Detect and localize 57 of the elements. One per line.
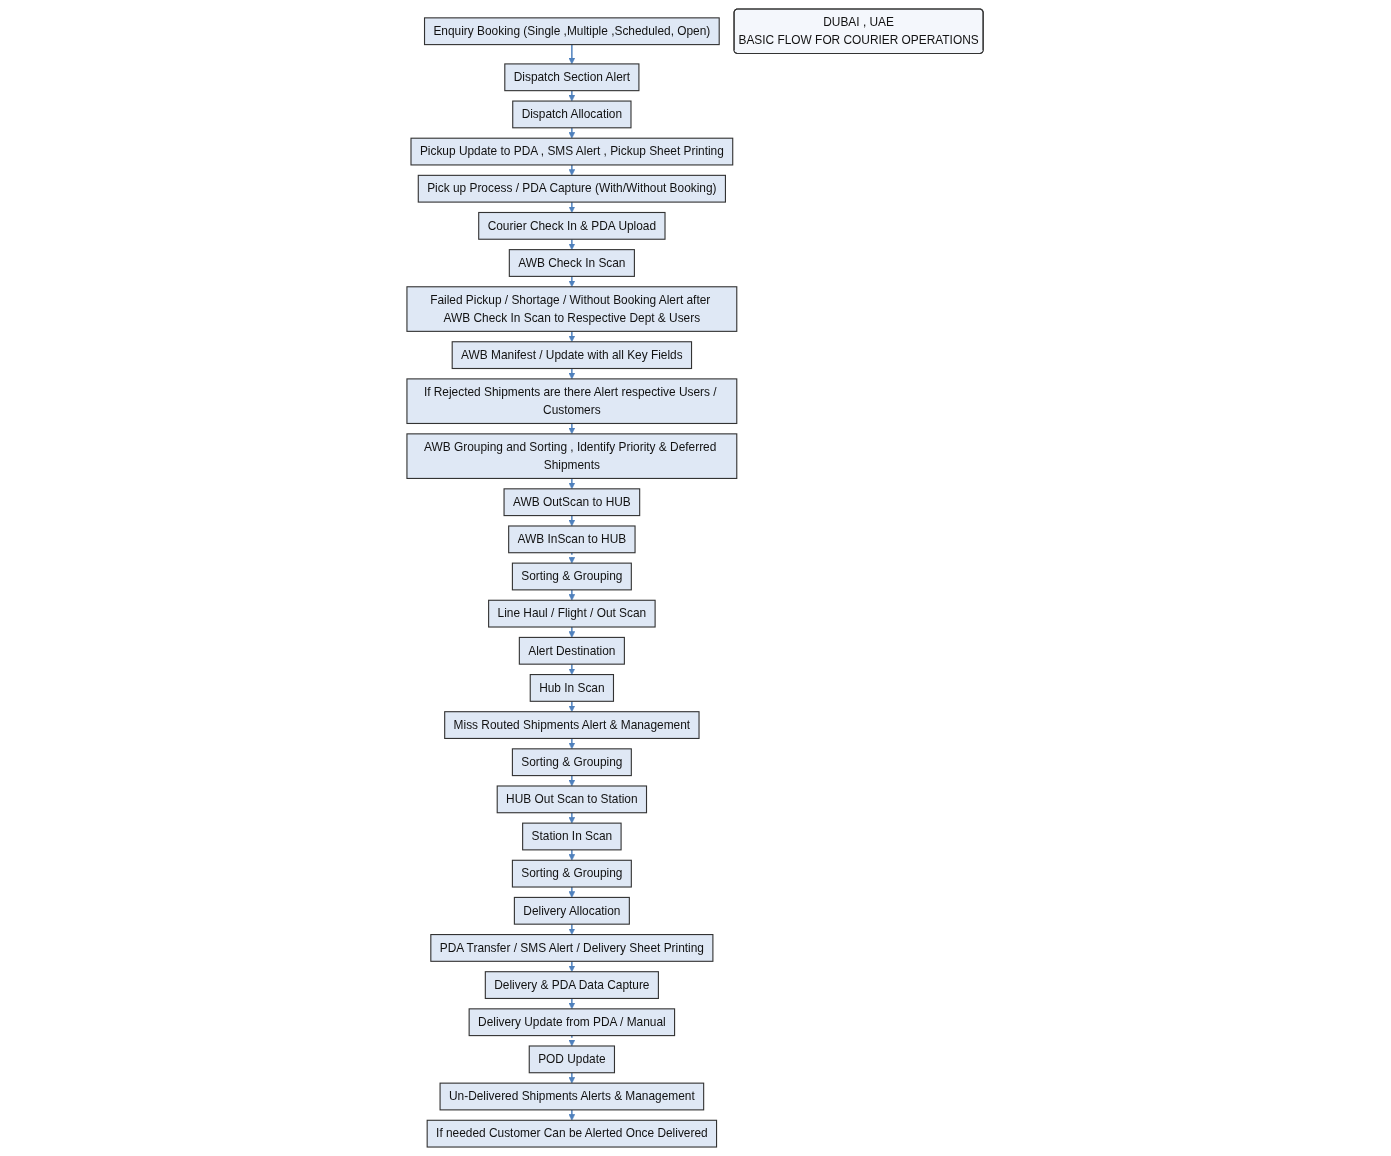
- node-box: If needed Customer Can be Alerted Once Delivered: [427, 1119, 718, 1148]
- arrow: [569, 626, 576, 638]
- arrow: [569, 1109, 576, 1121]
- node-box: Sorting & Grouping: [512, 859, 633, 888]
- node-box: Enquiry Booking (Single ,Multiple ,Scheduled, Open): [424, 17, 721, 46]
- node-box: AWB OutScan to HUB: [503, 488, 641, 517]
- arrow: [569, 1072, 576, 1084]
- node-box: Dispatch Allocation: [512, 100, 632, 129]
- node-box: Alert Destination: [519, 636, 626, 665]
- arrow: [569, 238, 576, 250]
- arrow: [569, 275, 576, 288]
- node-box: AWB Check In Scan: [509, 249, 636, 277]
- arrow: [569, 997, 576, 1010]
- node-box: Failed Pickup / Shortage / Without Booking Alert after AWB Check In Scan to Respective Dept & Users: [406, 286, 738, 332]
- node-box: Pick up Process / PDA Capture (With/Without Booking): [418, 174, 727, 203]
- node-box: Sorting & Grouping: [512, 748, 633, 777]
- arrow: [569, 201, 576, 213]
- arrow: [569, 812, 576, 824]
- node-box: Sorting & Grouping: [512, 562, 633, 591]
- arrow: [569, 700, 576, 712]
- node-box: AWB Manifest / Update with all Key Fields: [452, 341, 693, 370]
- node-box: Hub In Scan: [530, 674, 615, 702]
- arrow: [569, 774, 576, 787]
- node-box: Courier Check In & PDA Upload: [478, 211, 666, 240]
- node-box: Un-Delivered Shipments Alerts & Management: [439, 1082, 705, 1111]
- arrow: [569, 589, 576, 601]
- node-box: HUB Out Scan to Station: [497, 785, 648, 814]
- node-box: AWB InScan to HUB: [508, 525, 637, 554]
- arrow: [569, 960, 576, 972]
- arrow: [569, 127, 576, 139]
- node-box: Pickup Update to PDA , SMS Alert , Pickup Sheet Printing: [410, 137, 734, 166]
- arrow: [569, 367, 576, 380]
- node-box: Miss Routed Shipments Alert & Management: [444, 711, 701, 739]
- node-box: PDA Transfer / SMS Alert / Delivery Sheet Printing: [430, 934, 714, 962]
- node-box: Station In Scan: [522, 822, 623, 851]
- node-box: Delivery Allocation: [514, 896, 631, 925]
- node-box: Delivery Update from PDA / Manual: [469, 1008, 676, 1037]
- arrow: [569, 552, 576, 564]
- arrow: [569, 330, 576, 343]
- arrow: [569, 923, 576, 935]
- node-box: Line Haul / Flight / Out Scan: [488, 599, 657, 628]
- arrow: [569, 663, 576, 675]
- node-box: AWB Grouping and Sorting , Identify Priority & Deferred Shipments: [406, 433, 738, 479]
- node-box: Delivery & PDA Data Capture: [485, 971, 660, 1000]
- arrow: [569, 164, 576, 176]
- node-box: If Rejected Shipments are there Alert respective Users / Customers: [406, 378, 738, 425]
- arrow: [569, 849, 576, 861]
- arrow: [569, 89, 576, 102]
- arrow: [569, 737, 576, 750]
- node-box: Dispatch Section Alert: [504, 63, 640, 92]
- arrow: [569, 43, 576, 65]
- arrow: [569, 422, 576, 435]
- arrow: [569, 886, 576, 898]
- node-box: POD Update: [529, 1045, 616, 1074]
- arrow: [569, 514, 576, 527]
- arrow: [569, 477, 576, 490]
- arrow: [569, 1034, 576, 1047]
